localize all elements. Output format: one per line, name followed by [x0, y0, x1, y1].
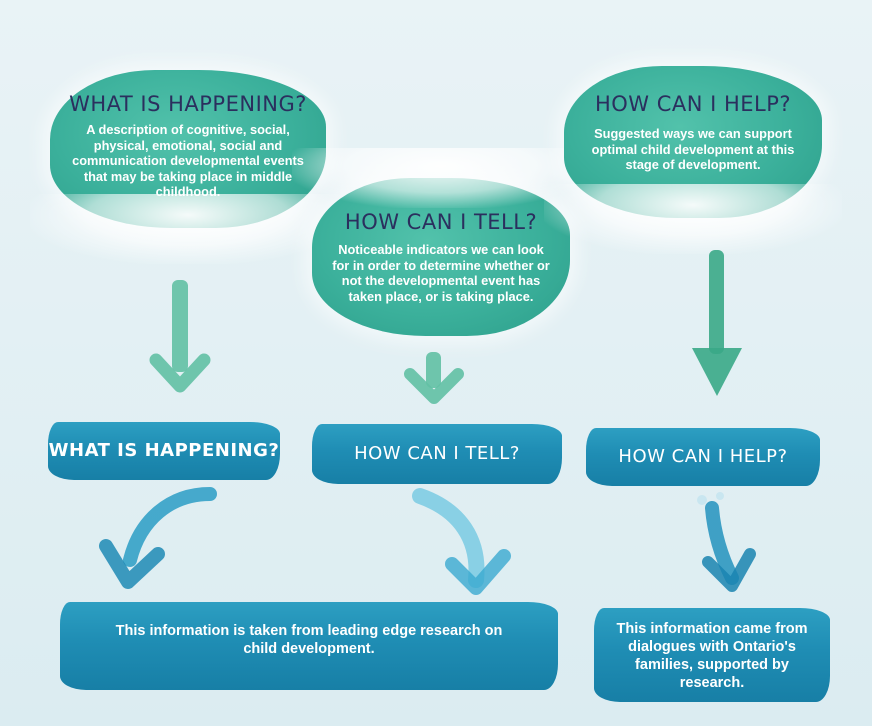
research-source-box: This information is taken from leading e…: [60, 602, 558, 690]
how-can-i-help-title: HOW CAN I HELP?: [594, 92, 792, 116]
down-arrow-icon: [404, 352, 464, 404]
families-source-box: This information came from dialogues wit…: [594, 608, 830, 702]
how-can-i-tell-box: HOW CAN I TELL? Noticeable indicators we…: [292, 148, 590, 336]
curved-arrow-icon: [99, 487, 217, 589]
cloud-haze: [544, 184, 842, 254]
what-is-happening-box: WHAT IS HAPPENING? A description of cogn…: [30, 70, 346, 264]
curved-arrow-icon: [412, 488, 511, 595]
what-is-happening-label: WHAT IS HAPPENING?: [48, 422, 280, 480]
cloud-haze: [30, 194, 346, 264]
how-can-i-tell-title: HOW CAN I TELL?: [344, 210, 538, 234]
how-can-i-help-label-text: HOW CAN I HELP?: [618, 446, 788, 467]
how-can-i-help-description: Suggested ways we can support optimal ch…: [591, 126, 795, 172]
how-can-i-help-box: HOW CAN I HELP? Suggested ways we can su…: [544, 66, 842, 254]
how-can-i-tell-label: HOW CAN I TELL?: [312, 424, 562, 484]
down-arrow-icon: [692, 250, 742, 396]
curved-arrow-icon: [697, 492, 756, 592]
how-can-i-tell-label-text: HOW CAN I TELL?: [354, 443, 520, 464]
what-is-happening-label-text: WHAT IS HAPPENING?: [48, 440, 280, 461]
research-source-text: This information is taken from leading e…: [115, 623, 503, 657]
down-arrow-icon: [149, 280, 211, 393]
what-is-happening-description: A description of cognitive, social, phys…: [72, 122, 304, 199]
how-can-i-help-label: HOW CAN I HELP?: [586, 428, 820, 486]
what-is-happening-title: WHAT IS HAPPENING?: [69, 92, 307, 116]
families-source-text: This information came from dialogues wit…: [616, 621, 808, 691]
how-can-i-tell-description: Noticeable indicators we can look for in…: [332, 242, 550, 304]
